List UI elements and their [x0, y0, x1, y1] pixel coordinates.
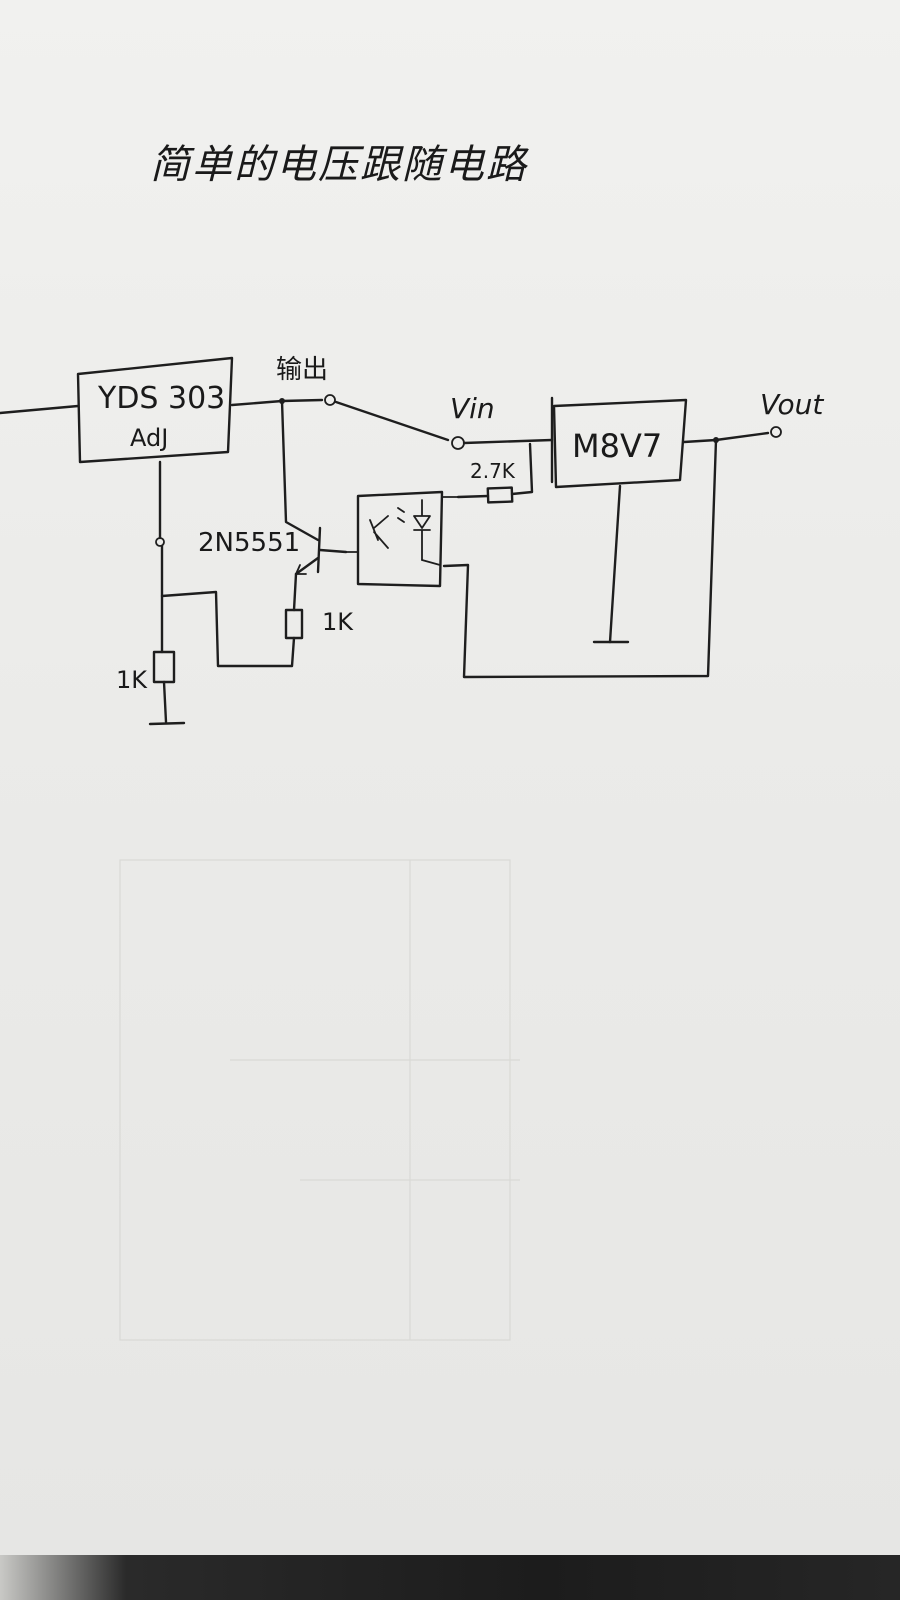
regulator-box: [552, 398, 688, 489]
input-wire: [0, 404, 80, 415]
output-label: 输出: [276, 355, 328, 385]
resistor-ground-1k: [152, 650, 176, 684]
ic-name-label: YDS 303: [97, 381, 225, 416]
switch-contact: [324, 394, 336, 406]
transistor-emitter: [294, 556, 320, 576]
vin-to-resistor-wire: [510, 442, 534, 496]
transistor-label: 2N5551: [198, 528, 300, 558]
vout-terminal: [770, 426, 782, 438]
led-symbol: [413, 499, 431, 561]
adj-node: [155, 537, 165, 547]
ic-output-wire: [230, 398, 324, 407]
transistor-base-wire: [318, 548, 348, 554]
resistor-emitter-1k: [284, 608, 304, 640]
collector-wire: [280, 399, 320, 542]
ic-box: [76, 356, 234, 464]
led-rays: [397, 507, 405, 523]
transistor-emitter-arrow: [295, 564, 307, 575]
resistor-emitter-label: 1K: [322, 608, 354, 636]
phototransistor-symbol: [369, 515, 389, 549]
resistor-ground-label: 1K: [116, 666, 148, 694]
vout-wire: [682, 431, 770, 444]
emitter-resistor-bottom-wire: [160, 590, 296, 668]
emitter-wire: [292, 572, 298, 612]
regulator-ground-wire: [608, 484, 622, 644]
ground-resistor-bottom-wire: [162, 680, 168, 724]
feedback-wire: [442, 438, 718, 679]
ground-symbol: [148, 721, 186, 726]
optocoupler-box: [356, 490, 444, 588]
regulator-label: M8V7: [572, 427, 662, 465]
vin-label: Vin: [450, 392, 495, 425]
vout-label: Vout: [760, 388, 824, 421]
bleed-through-marks: [119, 859, 520, 1341]
resistor-2k7-label: 2.7K: [470, 459, 516, 483]
switch-lever: [334, 400, 450, 442]
led-to-feedback-wire: [421, 559, 441, 566]
resistor-2k7: [486, 486, 514, 504]
vin-terminal: [451, 436, 465, 450]
ic-adj-label: AdJ: [130, 424, 168, 452]
table-surface: [0, 1555, 900, 1600]
vin-wire: [462, 438, 554, 445]
page-title: 简单的电压跟随电路: [150, 142, 529, 188]
resistor-to-opto-wire: [456, 494, 490, 499]
